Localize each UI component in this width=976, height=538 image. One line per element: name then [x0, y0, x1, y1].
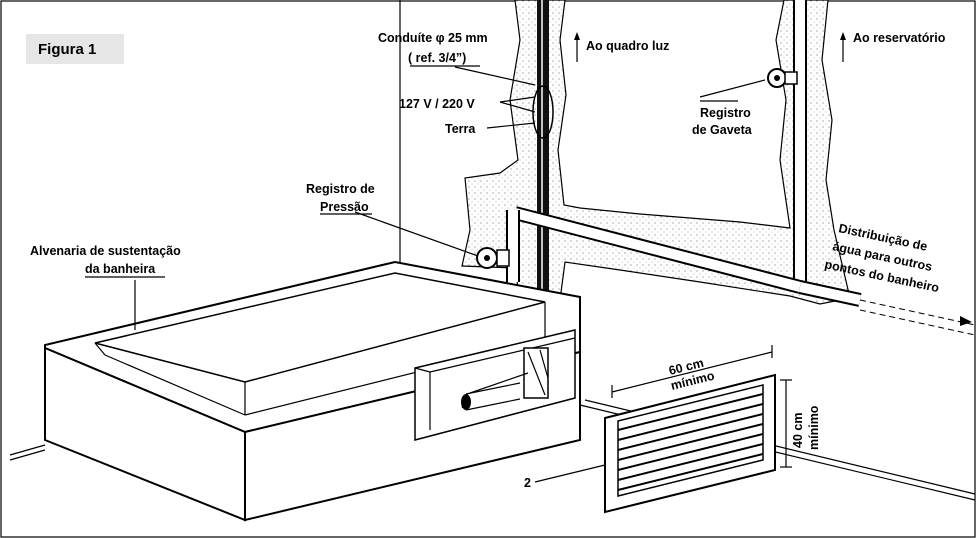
masonry-label-1: Alvenaria de sustentação [30, 244, 181, 258]
voltage-label: 127 V / 220 V [399, 97, 475, 111]
drain-pipe [461, 394, 471, 410]
dimension-lines [611, 345, 792, 468]
floor-line-left [9, 449, 46, 461]
gate-valve-icon [767, 68, 798, 88]
to-panel-label: Ao quadro luz [586, 39, 669, 53]
gate-valve-label-2: de Gaveta [692, 123, 753, 137]
leader-lines [134, 66, 766, 483]
gate-valve-label-1: Registro [700, 106, 751, 120]
conduit-label: Conduíte φ 25 mm [378, 31, 488, 45]
pressure-valve-icon [476, 247, 510, 269]
conduit-ref-label: ( ref. 3/4”) [408, 51, 466, 65]
figure-title: Figura 1 [38, 41, 96, 58]
bathtub-masonry [44, 260, 581, 522]
conduit [537, 0, 549, 300]
pressure-valve-label-2: Pressão [320, 200, 369, 214]
to-reservoir-label: Ao reservatório [853, 31, 946, 45]
height-label-2: mínimo [807, 405, 821, 450]
arrow-up-icon [840, 32, 846, 62]
callout-1: 1 [461, 397, 468, 411]
masonry-label-2: da banheira [85, 262, 156, 276]
arrow-right-icon [960, 316, 972, 326]
water-pipe [506, 0, 976, 336]
pressure-valve-label-1: Registro de [306, 182, 375, 196]
callout-2: 2 [524, 476, 531, 490]
ground-label: Terra [445, 122, 476, 136]
arrow-up-icon [574, 32, 580, 62]
ventilation-grille [604, 373, 776, 514]
figure-tag [26, 34, 124, 64]
height-label-1: 40 cm [791, 413, 805, 448]
